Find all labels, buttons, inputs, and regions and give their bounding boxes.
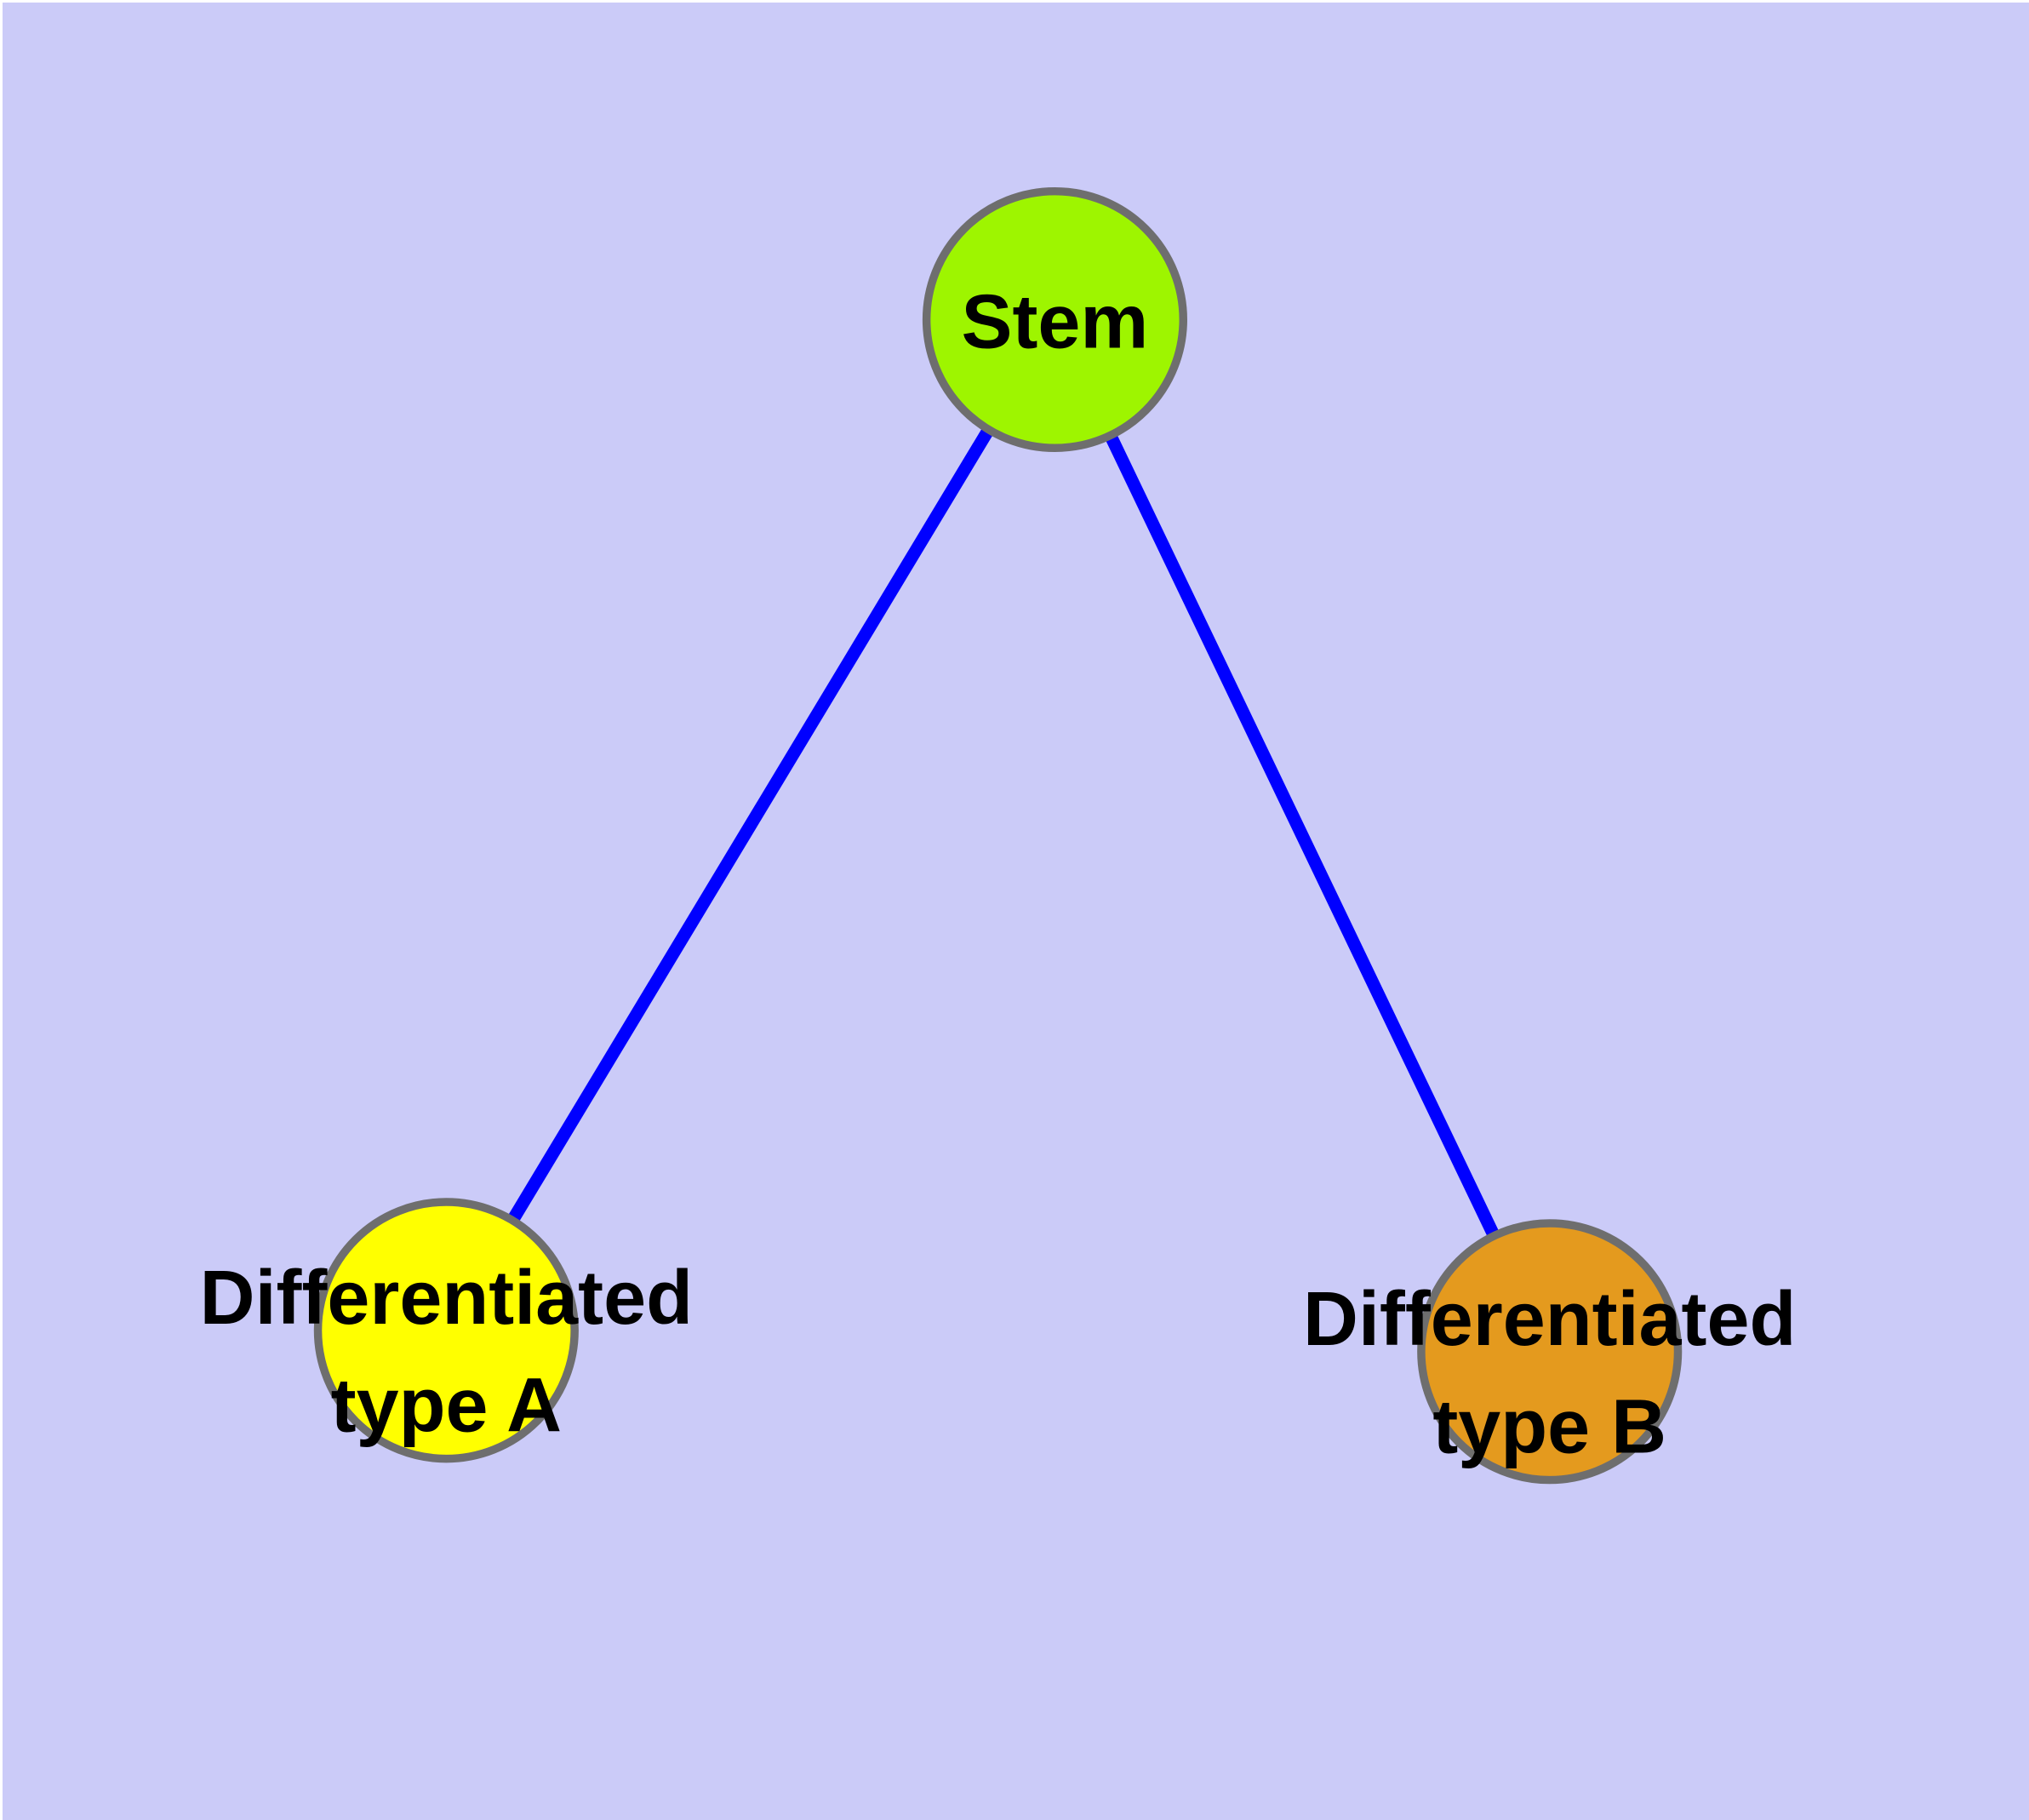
node-label-line: Stem (962, 279, 1149, 364)
node-differentiated-type-b[interactable]: Differentiated type B (1303, 1219, 1796, 1485)
node-label-line: Differentiated (1303, 1277, 1796, 1362)
node-label-line: Differentiated (200, 1256, 693, 1341)
node-circle-differentiated-type-a[interactable] (313, 1198, 579, 1463)
node-label-line: type B (1432, 1385, 1666, 1470)
edge-stem-to-differentiated-type-a[interactable] (440, 316, 1060, 1334)
node-circle-differentiated-type-b[interactable] (1417, 1219, 1683, 1485)
node-differentiated-type-a[interactable]: Differentiated type A (200, 1198, 693, 1463)
node-stem[interactable]: Stem (922, 186, 1187, 453)
node-label-stem: Stem (962, 279, 1149, 364)
edge-stem-to-differentiated-type-b[interactable] (1049, 317, 1556, 1355)
node-label-differentiated-type-b: Differentiated type B (1303, 1277, 1796, 1470)
node-label-differentiated-type-a: Differentiated type A (200, 1256, 693, 1449)
node-circle-stem[interactable] (922, 186, 1187, 453)
node-label-line: type A (331, 1364, 562, 1449)
